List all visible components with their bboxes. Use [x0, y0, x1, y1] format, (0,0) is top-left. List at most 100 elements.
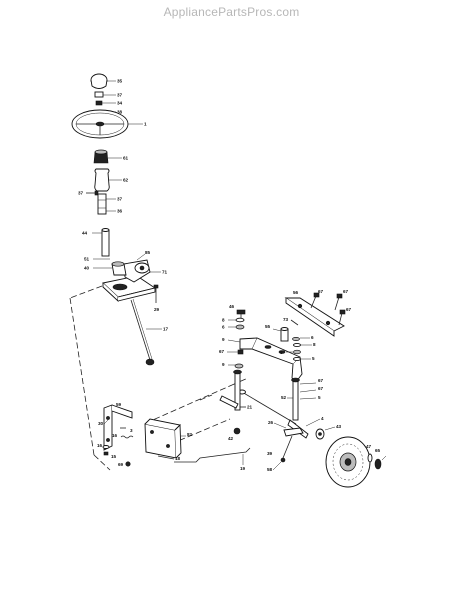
label-18: 18 — [175, 456, 181, 461]
bushing-6c[interactable] — [293, 349, 301, 355]
label-67b: 67 — [343, 289, 349, 294]
label-56: 56 — [293, 290, 299, 295]
label-15: 15 — [111, 454, 117, 459]
label-30: 30 — [98, 421, 104, 426]
label-38: 38 — [117, 110, 123, 115]
label-67f: 67 — [318, 386, 324, 391]
washer-16b[interactable] — [102, 445, 110, 449]
bushing-6[interactable] — [235, 324, 245, 330]
bellows-62[interactable] — [94, 168, 110, 192]
label-1: 1 — [144, 122, 147, 127]
label-55: 55 — [265, 324, 271, 329]
label-9a: 9 — [222, 337, 225, 342]
label-46: 46 — [229, 304, 235, 309]
steering-shaft-44[interactable] — [101, 228, 110, 257]
label-61: 61 — [123, 156, 129, 161]
label-43: 43 — [336, 424, 342, 429]
steering-wheel[interactable] — [71, 109, 129, 139]
spring-16[interactable] — [120, 435, 134, 439]
label-8a: 8 — [222, 318, 225, 323]
label-34: 34 — [117, 101, 123, 106]
label-16b: 16 — [97, 443, 103, 448]
insert-37[interactable] — [94, 91, 104, 98]
label-42: 42 — [228, 436, 234, 441]
label-73: 73 — [283, 317, 289, 322]
steering-cap[interactable] — [90, 73, 108, 89]
label-59: 59 — [116, 402, 122, 407]
label-6b: 6 — [311, 335, 314, 340]
label-21: 21 — [247, 405, 253, 410]
label-29: 29 — [154, 307, 160, 312]
label-47: 47 — [366, 444, 372, 449]
washer-8[interactable] — [235, 317, 245, 323]
bolt-67-upper[interactable] — [310, 292, 320, 309]
label-4: 4 — [321, 416, 324, 421]
label-3: 3 — [130, 428, 133, 433]
bracket-82[interactable] — [144, 418, 182, 459]
label-37c: 37 — [117, 197, 123, 202]
label-5a: 5 — [312, 356, 315, 361]
label-37a: 37 — [117, 93, 123, 98]
label-19: 19 — [240, 466, 246, 471]
label-69: 69 — [118, 462, 124, 467]
washer-8b[interactable] — [293, 342, 301, 348]
spindle-left[interactable] — [219, 369, 242, 411]
label-9b: 9 — [222, 362, 225, 367]
bracket-59[interactable] — [103, 404, 133, 451]
label-62: 62 — [123, 178, 129, 183]
label-26: 26 — [268, 420, 274, 425]
front-axle[interactable] — [239, 337, 303, 383]
label-85: 85 — [145, 250, 151, 255]
nut-42[interactable] — [233, 427, 241, 435]
nut-69[interactable] — [125, 461, 131, 467]
label-37b: 37 — [78, 191, 84, 196]
watermark-text: AppliancePartsPros.com — [163, 5, 300, 19]
label-16: 16 — [112, 433, 118, 438]
link-18[interactable] — [157, 455, 175, 460]
label-35: 35 — [117, 79, 123, 84]
label-40: 40 — [84, 266, 90, 271]
hub-bushing-43[interactable] — [315, 428, 325, 440]
bolt-73[interactable] — [290, 319, 299, 326]
adapter-61[interactable] — [93, 149, 109, 164]
rod-19[interactable] — [174, 447, 251, 463]
label-65: 65 — [375, 448, 381, 453]
bolt-67-right[interactable] — [334, 293, 343, 311]
steering-arm[interactable] — [280, 427, 304, 463]
washer-47[interactable] — [367, 453, 373, 463]
label-67c: 67 — [346, 307, 352, 312]
label-67e: 67 — [318, 378, 324, 383]
nut-15[interactable] — [103, 451, 109, 456]
label-67a: 67 — [318, 289, 324, 294]
shaft-coupler[interactable] — [97, 193, 107, 215]
label-8b: 8 — [313, 342, 316, 347]
drag-link-17[interactable] — [130, 298, 155, 366]
washer-6b[interactable] — [292, 337, 300, 341]
label-52: 52 — [281, 395, 287, 400]
label-36: 36 — [117, 209, 123, 214]
cap-65[interactable] — [374, 458, 382, 470]
label-67d: 67 — [219, 349, 225, 354]
front-wheel[interactable] — [325, 436, 371, 488]
label-6a: 6 — [222, 325, 225, 330]
label-6c: 6 — [280, 350, 283, 355]
nut-67[interactable] — [237, 349, 244, 355]
label-58: 58 — [267, 467, 273, 472]
washer-5a[interactable] — [293, 356, 301, 362]
bolt-29[interactable] — [153, 284, 159, 303]
label-17: 17 — [163, 327, 169, 332]
axle-support-56[interactable] — [284, 297, 345, 337]
label-5b: 5 — [318, 395, 321, 400]
gear-housing[interactable] — [102, 259, 157, 303]
bolt-37-left[interactable] — [86, 190, 99, 196]
label-82: 82 — [187, 432, 193, 437]
nut-34[interactable] — [95, 100, 103, 106]
label-44: 44 — [82, 231, 88, 236]
label-51: 51 — [84, 257, 90, 262]
bushing-9[interactable] — [234, 363, 244, 369]
label-71: 71 — [162, 270, 168, 275]
bolt-67-lower[interactable] — [338, 309, 346, 326]
label-39: 39 — [267, 451, 273, 456]
spacer-55[interactable] — [280, 327, 289, 342]
